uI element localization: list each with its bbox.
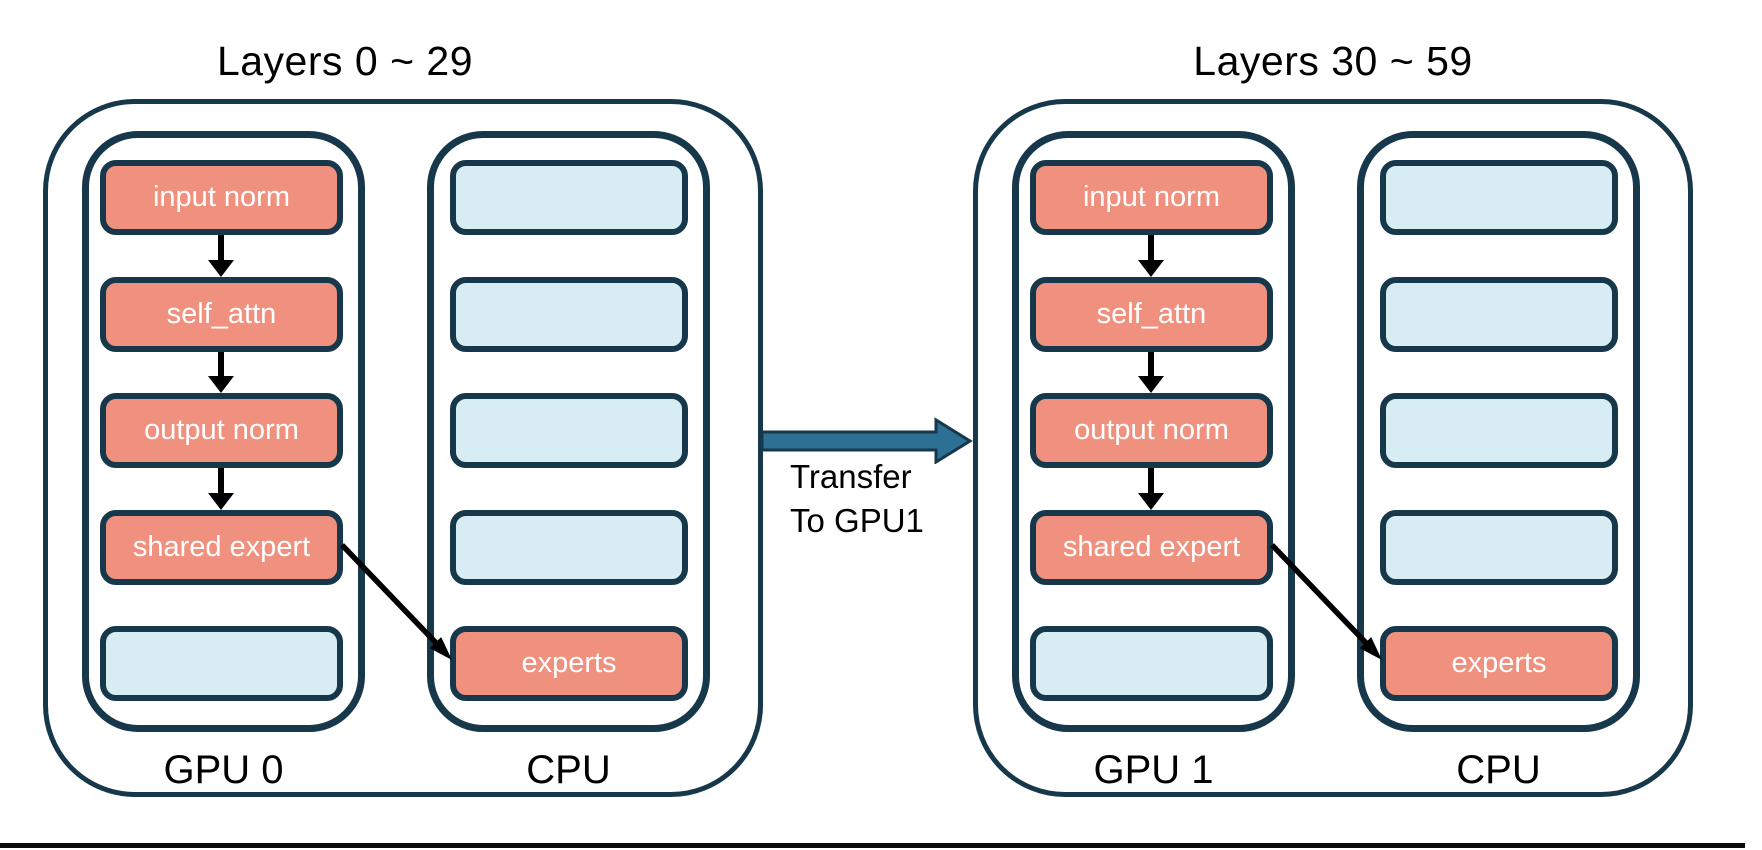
cpu-box-experts: experts (450, 626, 688, 701)
node-panel-0: input norm self_attn output norm shared … (0, 0, 832, 850)
cpu-slot-empty (1380, 393, 1618, 468)
down-arrow-icon (208, 235, 234, 277)
layers-range-title-right: Layers 30 ~ 59 (1193, 38, 1473, 84)
node-panel-1: input norm self_attn output norm shared … (930, 0, 1762, 850)
cpu-slot-empty (450, 277, 688, 352)
layer-box-empty-gpu (100, 626, 343, 701)
cpu-slot-empty (450, 393, 688, 468)
layer-box-input-norm: input norm (100, 160, 343, 235)
cpu-slot-empty (1380, 510, 1618, 585)
down-arrow-icon (1138, 352, 1164, 393)
transfer-label-line1: Transfer (790, 458, 912, 495)
bottom-divider-bar (0, 843, 1745, 848)
layer-box-output-norm: output norm (100, 393, 343, 468)
cpu-slot-empty (1380, 277, 1618, 352)
layer-box-input-norm: input norm (1030, 160, 1273, 235)
transfer-label: Transfer To GPU1 (790, 455, 924, 543)
layer-box-shared-expert: shared expert (100, 510, 343, 585)
cpu-label-left: CPU (526, 748, 611, 792)
transfer-label-line2: To GPU1 (790, 501, 924, 539)
gpu0-label: GPU 0 (163, 748, 284, 792)
down-arrow-icon (208, 352, 234, 393)
layer-box-self-attn: self_attn (100, 277, 343, 352)
layers-range-title-left: Layers 0 ~ 29 (216, 38, 474, 84)
gpu1-label: GPU 1 (1093, 748, 1214, 792)
down-arrow-icon (1138, 468, 1164, 510)
cpu-slot-empty (450, 160, 688, 235)
layer-box-output-norm: output norm (1030, 393, 1273, 468)
transfer-arrow-icon (760, 417, 973, 464)
cpu-slot-empty (450, 510, 688, 585)
expert-offload-arrow-icon (1270, 543, 1382, 660)
down-arrow-icon (208, 468, 234, 510)
cpu-label-right: CPU (1456, 748, 1541, 792)
layer-box-shared-expert: shared expert (1030, 510, 1273, 585)
expert-offload-arrow-icon (340, 543, 452, 660)
layer-box-empty-gpu (1030, 626, 1273, 701)
cpu-box-experts: experts (1380, 626, 1618, 701)
cpu-slot-empty (1380, 160, 1618, 235)
layer-box-self-attn: self_attn (1030, 277, 1273, 352)
down-arrow-icon (1138, 235, 1164, 277)
